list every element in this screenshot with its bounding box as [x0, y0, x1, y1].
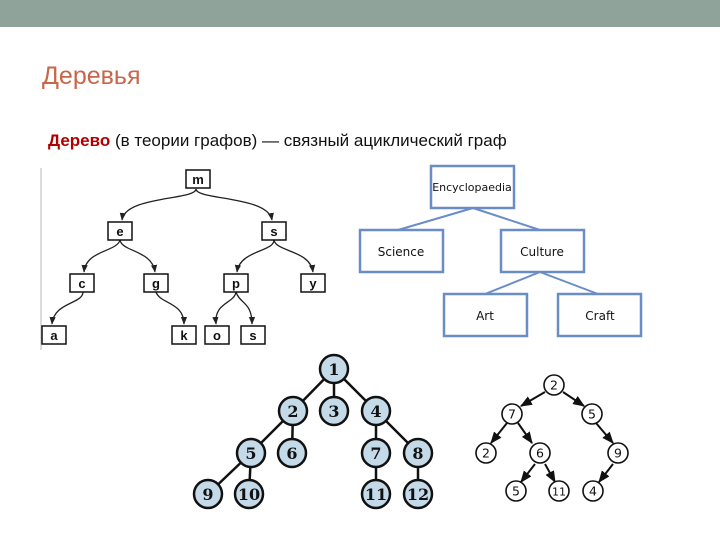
- tree-encyclopaedia-node-box: [429, 164, 516, 210]
- slide-title: Деревья: [42, 62, 141, 90]
- tree-encyclopaedia-node-box: [358, 228, 445, 274]
- tree-numbers-general-node: [360, 437, 392, 469]
- tree-numbers-general-node: [192, 478, 224, 510]
- tree-letters-node-box: [204, 325, 230, 345]
- tree-letters-node-box: [240, 325, 266, 345]
- tree-binary-node: [505, 480, 527, 502]
- tree-numbers-general-label: 10: [238, 485, 260, 504]
- tree-binary-node: [607, 442, 629, 464]
- tree-binary-label: 6: [536, 446, 544, 461]
- tree-binary-node: [543, 374, 565, 396]
- tree-encyclopaedia-node-box: [556, 292, 643, 338]
- tree-numbers-general-node: [360, 395, 392, 427]
- tree-numbers-general-node: [233, 478, 265, 510]
- tree-letters-edges: [49, 188, 316, 325]
- tree-letters-node-label: m: [192, 172, 204, 187]
- tree-letters-node-label: e: [116, 224, 123, 239]
- tree-numbers-general-label: 9: [202, 485, 213, 504]
- tree-binary-label: 9: [614, 446, 622, 461]
- tree-binary-label: 4: [589, 484, 597, 499]
- definition-term: Дерево: [48, 131, 111, 150]
- tree-letters-node-box: [69, 273, 95, 293]
- tree-binary-label: 2: [550, 378, 558, 393]
- tree-letters-node-label: s: [249, 328, 256, 343]
- tree-encyclopaedia-node-label: Art: [476, 309, 494, 323]
- tree-letters-node-label: k: [180, 328, 188, 343]
- tree-numbers-general-label: 6: [286, 444, 297, 463]
- tree-letters-node-box: [41, 325, 67, 345]
- definition-text: Дерево (в теории графов) — связный ацикл…: [48, 131, 507, 151]
- tree-binary-label: 7: [508, 407, 516, 422]
- tree-binary-node: [501, 403, 523, 425]
- tree-encyclopaedia-node-label: Science: [378, 245, 425, 259]
- tree-binary-node: [529, 442, 551, 464]
- tree-numbers-general-node: [402, 478, 434, 510]
- tree-binary-label: 5: [588, 407, 596, 422]
- tree-numbers-general-node: [318, 353, 350, 385]
- tree-numbers-general-label: 4: [370, 402, 381, 421]
- tree-encyclopaedia-node-label: Encyclopaedia: [432, 181, 512, 194]
- tree-numbers-general-label: 8: [412, 444, 423, 463]
- tree-letters-node-label: a: [50, 328, 58, 343]
- tree-numbers-general-node: [402, 437, 434, 469]
- tree-letters-node-label: o: [213, 328, 221, 343]
- tree-encyclopaedia-node-box: [499, 228, 586, 274]
- tree-letters-node-box: [223, 273, 249, 293]
- tree-letters-node-box: [107, 221, 133, 241]
- tree-numbers-general-label: 7: [370, 444, 381, 463]
- tree-encyclopaedia-node-label: Culture: [520, 245, 564, 259]
- tree-letters-node-label: s: [270, 224, 277, 239]
- tree-letters-node-box: [185, 169, 211, 189]
- tree-letters-node-label: p: [232, 276, 240, 291]
- tree-binary-node: [475, 442, 497, 464]
- tree-numbers-general-label: 12: [407, 485, 429, 504]
- tree-numbers-general-label: 1: [328, 360, 339, 379]
- tree-encyclopaedia-edges: [397, 207, 599, 295]
- tree-letters-node-box: [300, 273, 326, 293]
- tree-binary-label: 5: [512, 484, 520, 499]
- tree-numbers-general-label: 5: [245, 444, 256, 463]
- tree-encyclopaedia-node-label: Craft: [585, 309, 615, 323]
- tree-encyclopaedia-node-box: [442, 292, 529, 338]
- tree-letters-node-label: y: [309, 276, 317, 291]
- tree-binary-node: [581, 403, 603, 425]
- tree-letters-node-box: [143, 273, 169, 293]
- tree-numbers-general-label: 2: [287, 402, 298, 421]
- tree-letters-node-label: g: [152, 276, 160, 291]
- tree-numbers-general-label: 3: [328, 402, 339, 421]
- tree-numbers-general-node: [276, 437, 308, 469]
- tree-binary-label: 2: [482, 446, 490, 461]
- tree-letters-node-label: c: [78, 276, 85, 291]
- tree-numbers-general-node: [318, 395, 350, 427]
- tree-binary-node: [582, 480, 604, 502]
- tree-binary-node: [548, 480, 570, 502]
- tree-letters-node-box: [261, 221, 287, 241]
- definition-rest: (в теории графов) — связный ациклический…: [110, 131, 507, 150]
- tree-letters-node-box: [171, 325, 197, 345]
- top-bar: [0, 0, 720, 27]
- tree-numbers-general-node: [360, 478, 392, 510]
- tree-numbers-general-node: [277, 395, 309, 427]
- tree-numbers-general-node: [235, 437, 267, 469]
- tree-binary-edges: [490, 391, 614, 484]
- tree-binary-label: 11: [552, 486, 566, 499]
- tree-numbers-general-label: 11: [365, 485, 387, 504]
